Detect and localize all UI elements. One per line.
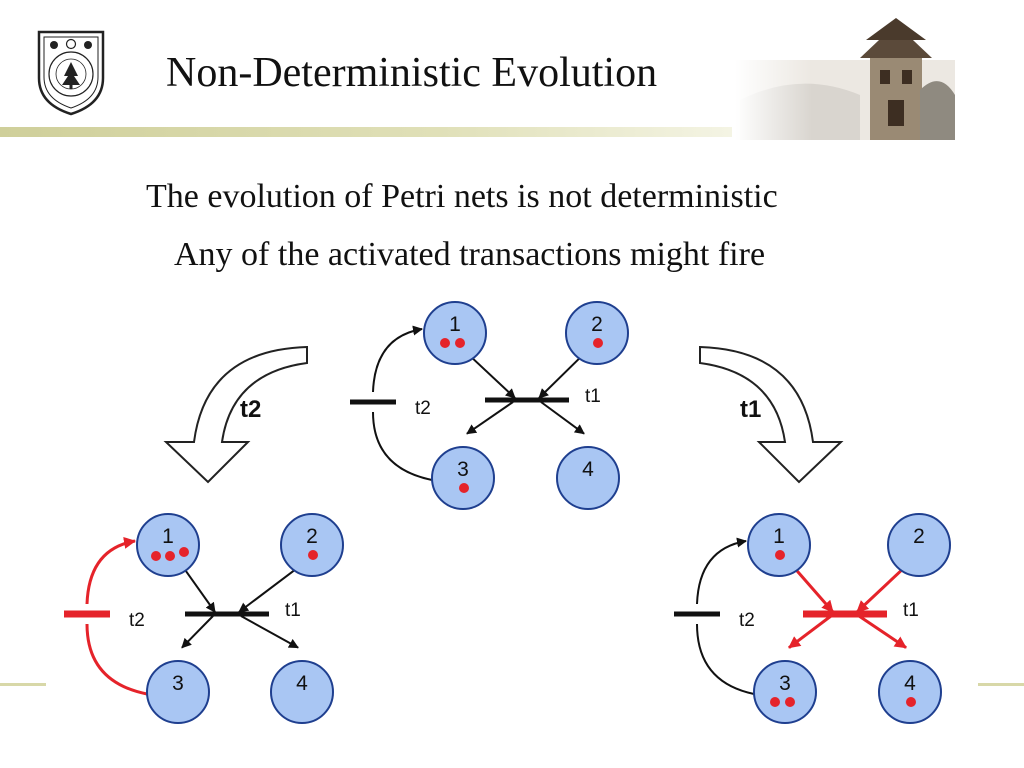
bullet-2: Any of the activated transactions might … [174,236,766,273]
token [785,697,795,707]
place-1: 1 [136,513,200,577]
token [459,483,469,493]
token [906,697,916,707]
arc-place3-t2 [696,623,755,695]
header-bar [0,127,732,137]
place-circle [556,446,620,510]
place-3: 3 [431,446,495,510]
arc-place2-t1 [538,357,581,399]
arc-t1-place4 [240,615,299,649]
footer-line-left [0,683,46,686]
place-label: 2 [913,525,925,548]
arc-place3-t2 [85,623,148,696]
footer-line-right [978,683,1024,686]
place-circle [747,513,811,577]
place-circle [878,660,942,724]
place-4: 4 [878,660,942,724]
arc-t1-place3 [788,614,832,649]
token [165,551,175,561]
token [775,550,785,560]
transition-label-t1: t1 [285,600,301,621]
arc-place1-t1 [184,569,216,613]
place-circle [136,513,200,577]
petri-net-right: t1 t2 1 2 3 4 [674,513,951,724]
place-4: 4 [556,446,620,510]
place-circle [565,301,629,365]
arc-place1-t1 [794,568,835,613]
transition-label-t2: t2 [415,398,431,419]
arc-t2-place1 [85,536,136,605]
place-circle [270,660,334,724]
arc-place3-t2 [372,411,433,481]
arc-t1-place3 [181,615,214,649]
place-label: 2 [306,525,318,548]
place-circle [423,301,487,365]
token [308,550,318,560]
token [593,338,603,348]
transition-label-t2: t2 [739,610,755,631]
place-label: 2 [591,313,603,336]
place-label: 4 [582,458,594,481]
place-3: 3 [753,660,817,724]
place-label: 4 [904,672,916,695]
place-circle [753,660,817,724]
place-label: 1 [449,313,461,336]
place-2: 2 [887,513,951,577]
transition-label-t2: t2 [129,610,145,631]
arc-place2-t1 [238,569,296,613]
petri-net-top: t1 t2 1 2 3 4 [350,301,629,510]
transition-label-t1: t1 [903,600,919,621]
place-2: 2 [280,513,344,577]
place-2: 2 [565,301,629,365]
place-circle [146,660,210,724]
token [179,547,189,557]
place-label: 3 [457,458,469,481]
place-circle [280,513,344,577]
arc-place2-t1 [855,568,903,614]
place-4: 4 [270,660,334,724]
token [455,338,465,348]
arc-t2-place1 [372,325,423,393]
place-label: 4 [296,672,308,695]
arc-place1-t1 [471,357,516,399]
place-label: 3 [172,672,184,695]
place-3: 3 [146,660,210,724]
transition-label-t1: t1 [585,386,601,407]
place-label: 1 [773,525,785,548]
arc-t1-place3 [466,401,514,435]
token [440,338,450,348]
place-circle [431,446,495,510]
place-circle [887,513,951,577]
token [151,551,161,561]
arc-t1-place4 [540,401,585,435]
petri-net-left: t1 t2 1 2 3 4 [64,513,344,724]
bullet-1: The evolution of Petri nets is not deter… [146,178,778,215]
place-label: 1 [162,525,174,548]
arc-t1-place4 [858,614,907,649]
place-1: 1 [423,301,487,365]
slide-title: Non-Deterministic Evolution [166,50,658,96]
place-1: 1 [747,513,811,577]
token [770,697,780,707]
arc-t2-place1 [696,537,747,605]
place-label: 3 [779,672,791,695]
